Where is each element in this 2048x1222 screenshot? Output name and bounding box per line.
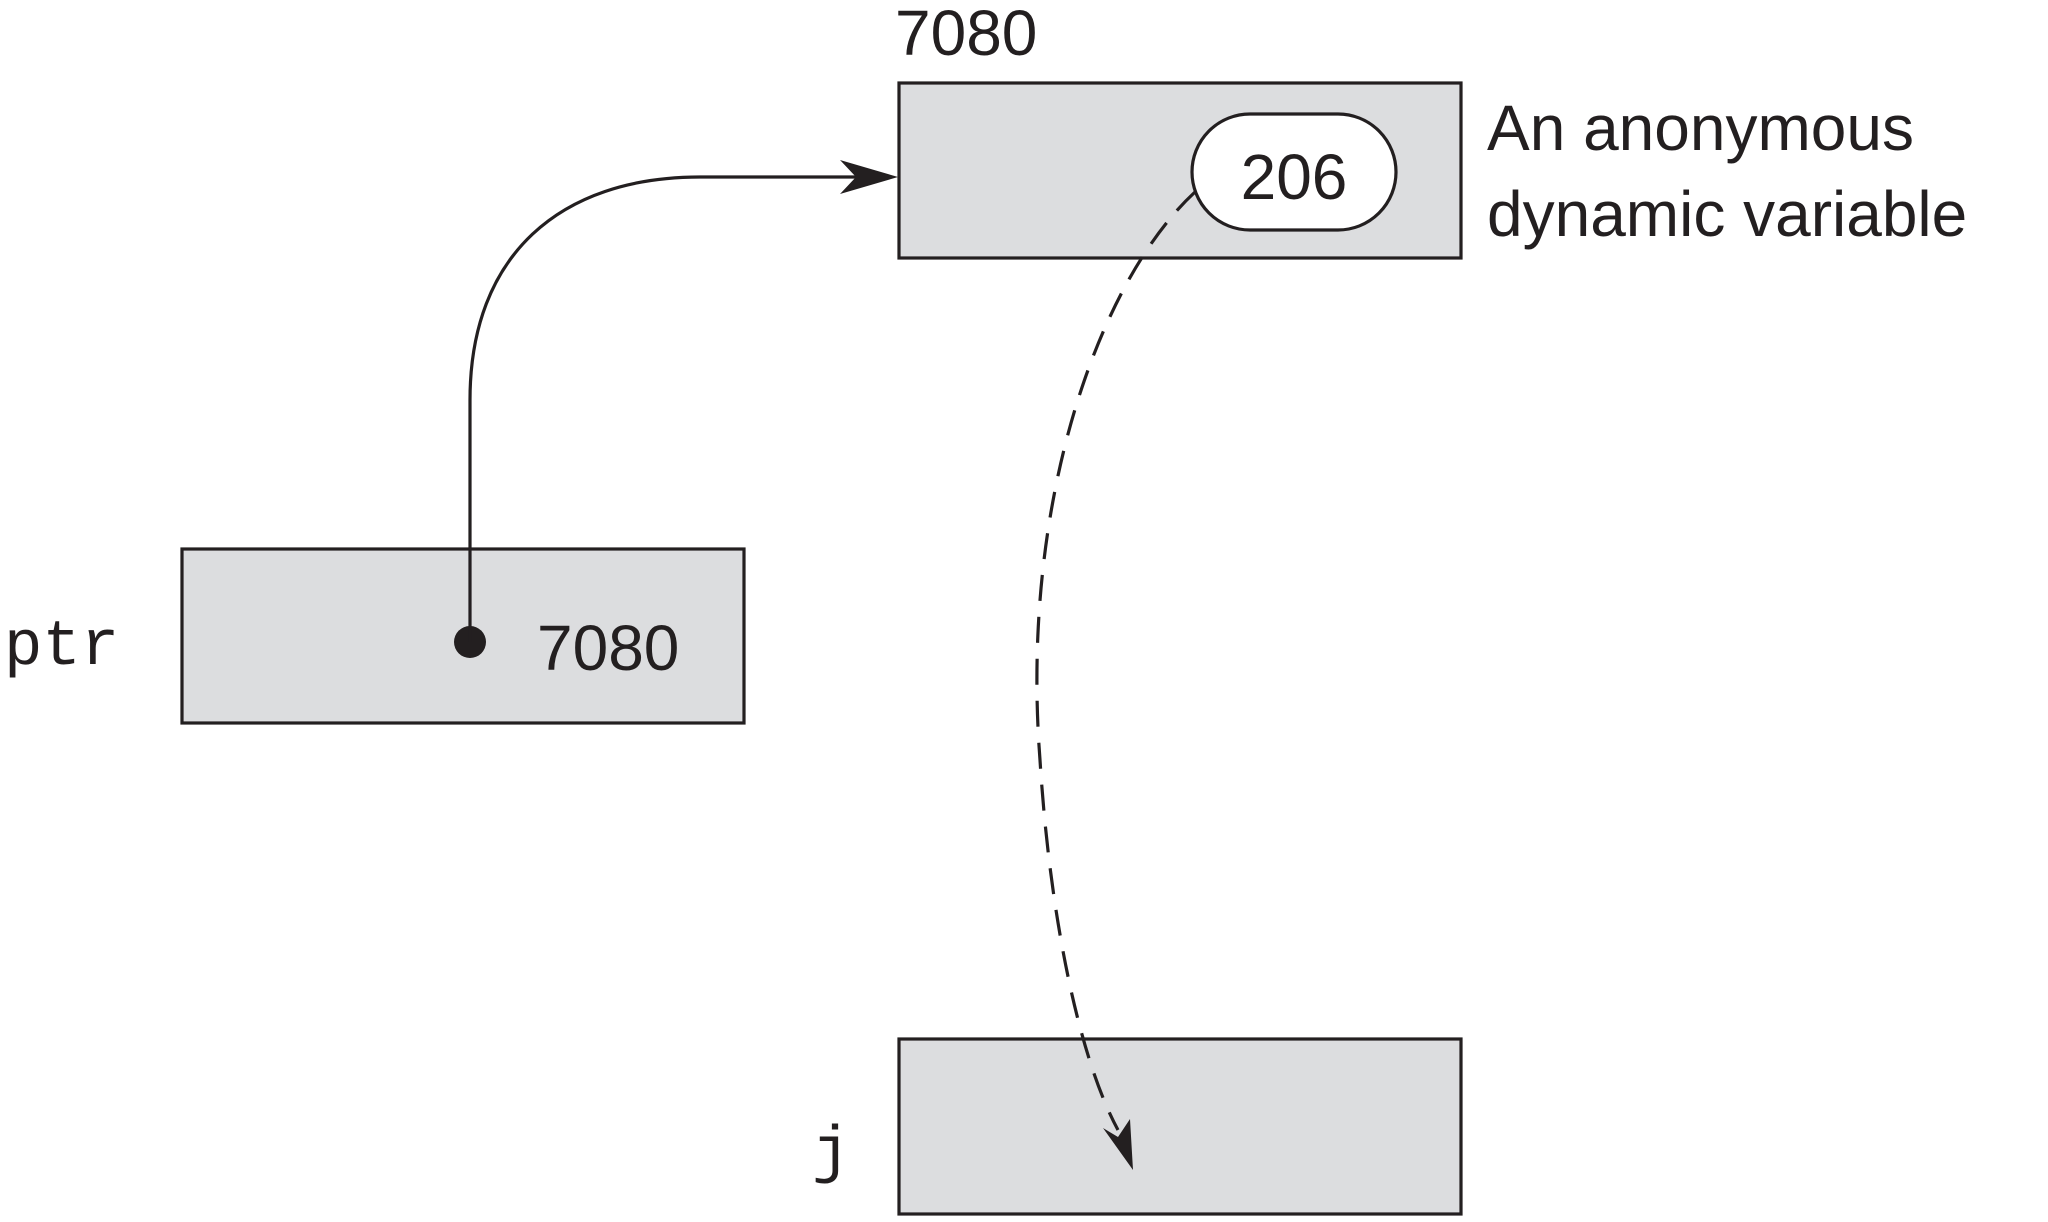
pointer-arrow bbox=[468, 160, 898, 642]
caption-line-2: dynamic variable bbox=[1487, 178, 1967, 250]
ptr-label: ptr bbox=[4, 612, 119, 684]
pointer-arrow-line bbox=[468, 175, 860, 642]
dereference-arrowhead bbox=[1103, 1119, 1133, 1170]
dynamic-variable-address: 7080 bbox=[895, 0, 1037, 69]
j-cell: j bbox=[812, 1037, 1463, 1216]
caption-line-1: An anonymous bbox=[1487, 92, 1914, 164]
j-label: j bbox=[812, 1118, 850, 1190]
pointer-arrowhead bbox=[840, 160, 898, 194]
ptr-cell: ptr 7080 bbox=[4, 547, 746, 725]
dereference-arrow-line bbox=[1035, 190, 1197, 1131]
dynamic-variable-caption: An anonymous dynamic variable bbox=[1487, 92, 1967, 250]
dynamic-variable-cell: 7080 206 bbox=[895, 0, 1463, 260]
dynamic-variable-value: 206 bbox=[1241, 141, 1348, 213]
dynamic-variable-value-pill bbox=[1190, 112, 1398, 232]
dereference-arrow bbox=[1035, 190, 1197, 1170]
j-box bbox=[897, 1037, 1463, 1216]
ptr-value: 7080 bbox=[537, 612, 679, 684]
